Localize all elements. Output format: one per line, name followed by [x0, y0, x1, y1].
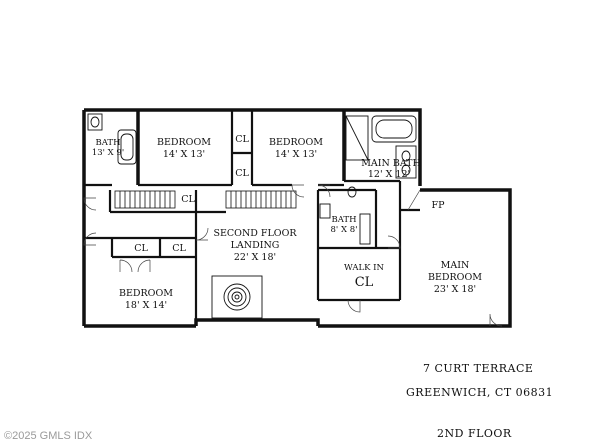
doors — [83, 184, 503, 327]
closet-label: CL — [235, 168, 249, 179]
vanity — [87, 113, 103, 131]
exterior-walls — [82, 108, 512, 328]
main-tub — [371, 115, 417, 143]
room-size: 8' X 8' — [331, 225, 358, 235]
room-label: BATH — [95, 138, 120, 148]
main-shower — [345, 115, 369, 161]
room-label: SECOND FLOOR — [213, 228, 297, 239]
room-size: 13' X 9' — [92, 148, 124, 158]
fixtures — [87, 113, 417, 319]
watermark: ©2025 GMLS IDX — [4, 430, 93, 442]
address-city: GREENWICH, CT 06831 — [406, 386, 554, 399]
closet-labels: CL CL CL CL CL FP — [134, 134, 445, 254]
room-label: CL — [355, 275, 374, 290]
fireplace-mark — [407, 189, 421, 211]
bathtub-small — [117, 129, 137, 165]
interior-walls — [84, 110, 420, 320]
rug — [211, 275, 263, 319]
closet-label: CL — [134, 243, 148, 254]
room-label: BEDROOM — [269, 137, 323, 148]
closet-label: CL — [172, 243, 186, 254]
main-vanity — [395, 145, 417, 179]
room-label: LANDING — [231, 240, 280, 251]
address-street: 7 CURT TERRACE — [423, 362, 534, 375]
room-label: BATH — [331, 215, 356, 225]
room-size: 23' X 18' — [434, 284, 476, 295]
closet-label: CL — [181, 194, 195, 205]
room-size: 14' X 13' — [163, 149, 205, 160]
fireplace-label: FP — [432, 200, 446, 211]
room-size: 14' X 13' — [275, 149, 317, 160]
room-size: 18' X 14' — [125, 300, 167, 311]
floor-label: 2ND FLOOR — [437, 427, 512, 440]
room-label: BEDROOM — [157, 137, 211, 148]
room-size: 12' X 12' — [368, 169, 410, 180]
room-label: BEDROOM — [428, 272, 482, 283]
room-label: MAIN — [441, 260, 470, 271]
stairs — [114, 190, 297, 209]
room-labels: BATH 13' X 9' BEDROOM 14' X 13' BEDROOM … — [92, 137, 482, 311]
closet-label: CL — [235, 134, 249, 145]
room-size: 22' X 18' — [234, 252, 276, 263]
toilet — [347, 186, 357, 198]
room-label: MAIN BATH — [361, 158, 421, 169]
room-label: WALK IN — [344, 263, 385, 273]
room-label: BEDROOM — [119, 288, 173, 299]
